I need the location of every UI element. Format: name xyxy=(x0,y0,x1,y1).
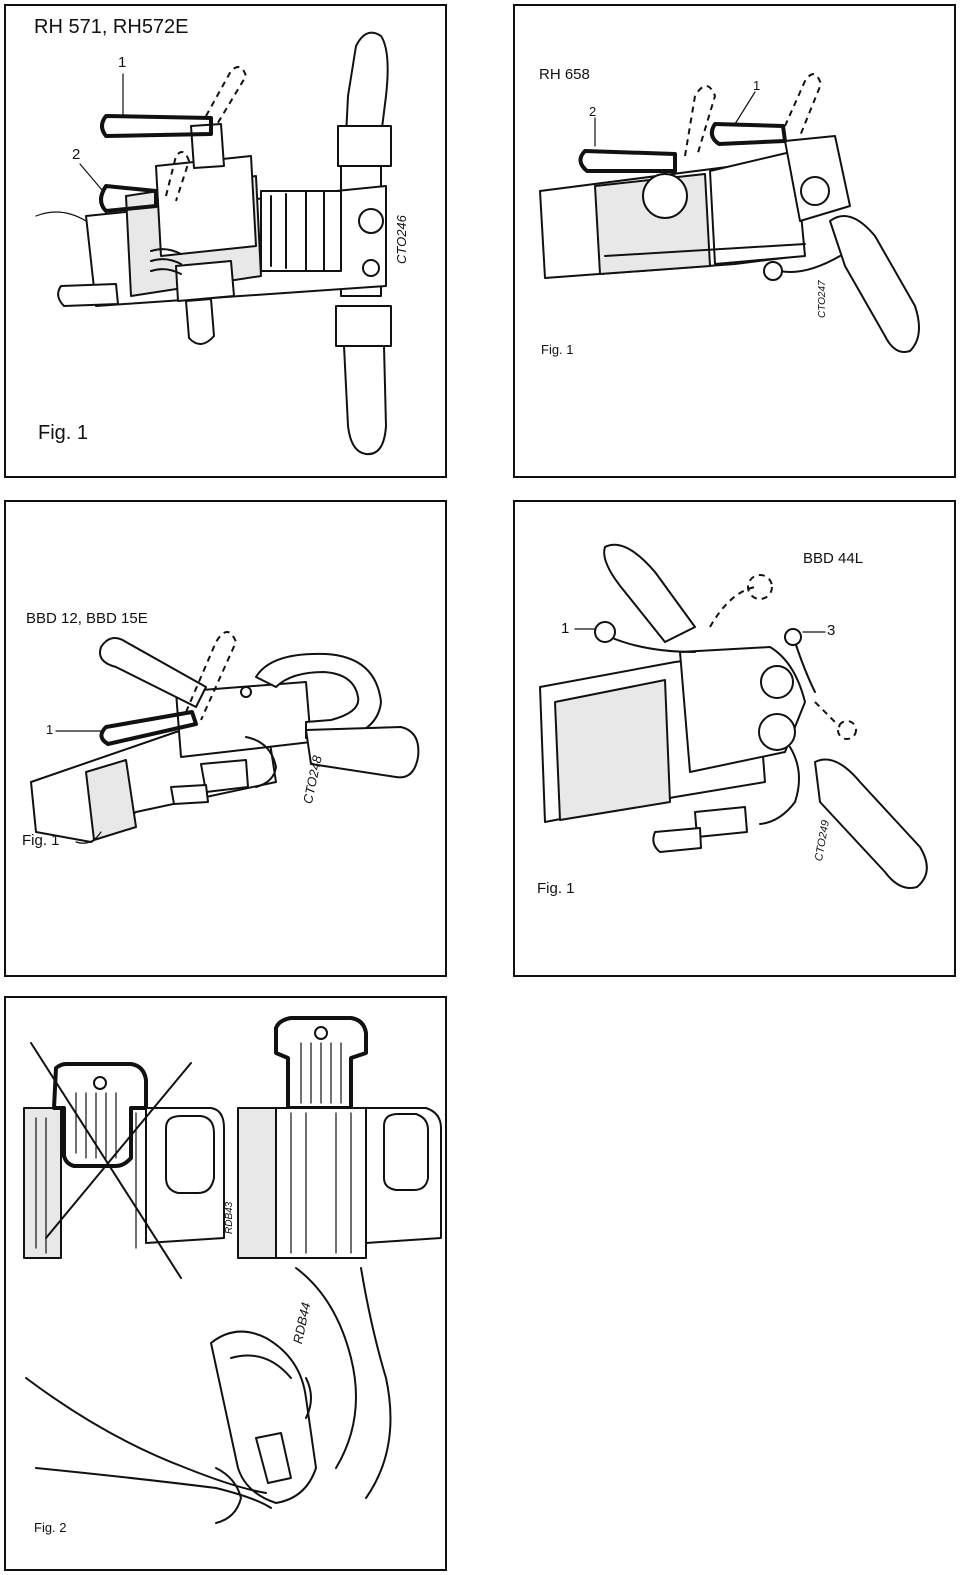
callout-2: 2 xyxy=(589,104,597,119)
panel-title: BBD 44L xyxy=(803,550,864,567)
callout-3: 3 xyxy=(827,622,836,639)
bbd12-drawing xyxy=(30,631,420,844)
drawing-code: CTO246 xyxy=(394,215,409,264)
panel-title: BBD 12, BBD 15E xyxy=(26,610,148,627)
panel-bbd12: BBD 12, BBD 15E 1 CTO248 Fig. 1 xyxy=(4,500,447,977)
figure-label: Fig. 1 xyxy=(38,422,89,444)
panel-rh571: RH 571, RH572E 1 2 CTO246 Fig. 1 xyxy=(4,4,447,478)
callout-1: 1 xyxy=(46,722,54,737)
panel-bbd44l: BBD 44L 1 3 CTO249 Fig. 1 xyxy=(513,500,956,977)
panel-title: RH 571, RH572E xyxy=(34,16,189,38)
figure-label: Fig. 2 xyxy=(34,1520,67,1535)
panel-rh658: RH 658 1 2 CTO247 Fig. 1 xyxy=(513,4,956,478)
drawing-code-rdb43: RDB43 xyxy=(224,1201,235,1234)
rh571-drawing xyxy=(35,31,392,456)
callout-1: 1 xyxy=(561,620,570,637)
rh658-drawing xyxy=(539,73,920,353)
figure-label: Fig. 1 xyxy=(22,832,60,849)
figure-label: Fig. 1 xyxy=(537,880,575,897)
fig2-drawing xyxy=(23,1016,442,1524)
callout-1: 1 xyxy=(753,78,761,93)
bbd44l-drawing xyxy=(539,543,928,889)
callout-1: 1 xyxy=(118,54,127,71)
figure-label: Fig. 1 xyxy=(541,342,574,357)
panel-fig2: RDB43 RDB44 Fig. 2 xyxy=(4,996,447,1571)
drawing-code: CTO247 xyxy=(817,280,828,318)
callout-2: 2 xyxy=(72,146,81,163)
panel-title: RH 658 xyxy=(539,66,590,83)
